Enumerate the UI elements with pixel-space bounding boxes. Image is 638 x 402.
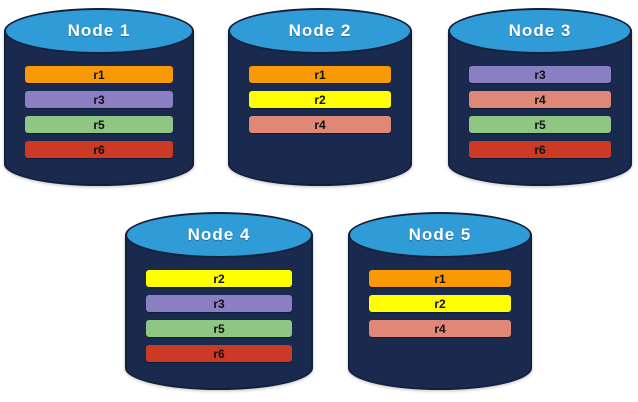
node-3-body xyxy=(448,30,632,186)
node-4-replica-r2[interactable]: r2 xyxy=(146,270,292,287)
node-1-replica-r1[interactable]: r1 xyxy=(25,66,173,83)
replica-label: r1 xyxy=(434,271,446,286)
node-4[interactable]: Node 4 r2 r3 r5 r6 xyxy=(125,212,313,390)
node-4-replica-r6[interactable]: r6 xyxy=(146,345,292,362)
replica-label: r6 xyxy=(213,346,225,361)
replica-label: r5 xyxy=(93,117,105,132)
replica-label: r6 xyxy=(534,142,546,157)
node-3-replica-r4[interactable]: r4 xyxy=(469,91,611,108)
node-5-replica-r1[interactable]: r1 xyxy=(369,270,511,287)
node-2-replica-r2[interactable]: r2 xyxy=(249,91,391,108)
node-3-label: Node 3 xyxy=(508,21,572,40)
replica-label: r4 xyxy=(534,92,546,107)
node-3-replica-r6[interactable]: r6 xyxy=(469,141,611,158)
node-2-replica-r1[interactable]: r1 xyxy=(249,66,391,83)
node-1[interactable]: Node 1 r1 r3 r5 r6 xyxy=(4,8,194,186)
node-5-body xyxy=(348,234,532,390)
node-5-replica-r4[interactable]: r4 xyxy=(369,320,511,337)
node-3[interactable]: Node 3 r3 r4 r5 r6 xyxy=(448,8,632,186)
node-4-replica-r3[interactable]: r3 xyxy=(146,295,292,312)
node-2[interactable]: Node 2 r1 r2 r4 xyxy=(228,8,412,186)
node-4-label: Node 4 xyxy=(187,225,251,244)
replica-label: r2 xyxy=(213,271,225,286)
node-3-replica-r3[interactable]: r3 xyxy=(469,66,611,83)
node-3-replica-r5[interactable]: r5 xyxy=(469,116,611,133)
node-1-replica-r3[interactable]: r3 xyxy=(25,91,173,108)
node-4-replica-list: r2 r3 r5 r6 xyxy=(125,270,313,362)
node-5-label: Node 5 xyxy=(408,225,472,244)
replica-label: r1 xyxy=(93,67,105,82)
node-3-top: Node 3 xyxy=(448,8,632,54)
node-2-label: Node 2 xyxy=(288,21,352,40)
node-1-replica-r5[interactable]: r5 xyxy=(25,116,173,133)
node-2-body xyxy=(228,30,412,186)
replica-label: r5 xyxy=(534,117,546,132)
node-1-replica-r6[interactable]: r6 xyxy=(25,141,173,158)
node-2-top: Node 2 xyxy=(228,8,412,54)
node-3-replica-list: r3 r4 r5 r6 xyxy=(448,66,632,158)
replica-label: r2 xyxy=(314,92,326,107)
node-2-replica-list: r1 r2 r4 xyxy=(228,66,412,133)
replica-label: r6 xyxy=(93,142,105,157)
node-1-top: Node 1 xyxy=(4,8,194,54)
node-1-replica-list: r1 r3 r5 r6 xyxy=(4,66,194,158)
replica-label: r3 xyxy=(534,67,546,82)
node-5-replica-list: r1 r2 r4 xyxy=(348,270,532,337)
node-5-top: Node 5 xyxy=(348,212,532,258)
node-4-replica-r5[interactable]: r5 xyxy=(146,320,292,337)
replica-label: r2 xyxy=(434,296,446,311)
node-4-body xyxy=(125,234,313,390)
replica-label: r4 xyxy=(314,117,326,132)
node-5-replica-r2[interactable]: r2 xyxy=(369,295,511,312)
node-1-label: Node 1 xyxy=(67,21,131,40)
node-2-replica-r4[interactable]: r4 xyxy=(249,116,391,133)
node-5[interactable]: Node 5 r1 r2 r4 xyxy=(348,212,532,390)
replica-label: r4 xyxy=(434,321,446,336)
replica-label: r1 xyxy=(314,67,326,82)
replica-label: r3 xyxy=(93,92,105,107)
node-4-top: Node 4 xyxy=(125,212,313,258)
replica-label: r3 xyxy=(213,296,225,311)
replica-label: r5 xyxy=(213,321,225,336)
